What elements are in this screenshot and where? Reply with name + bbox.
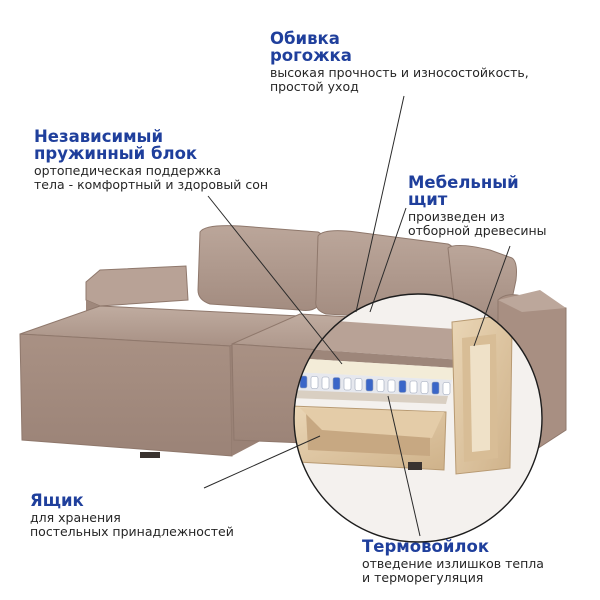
callout-fabric: Обивка рогожка высокая прочность и износ…: [270, 30, 529, 94]
spring-coil: [442, 382, 451, 395]
callout-drawer: Ящик для хранения постельных принадлежно…: [30, 492, 234, 539]
cutaway-lens: [294, 294, 542, 542]
callout-description: отведение излишков тепла и терморегуляци…: [362, 556, 544, 585]
callout-description: ортопедическая поддержка тела - комфортн…: [34, 163, 269, 192]
callout-description: высокая прочность и износостойкость, про…: [270, 65, 529, 94]
spring-coil: [387, 379, 396, 393]
callout-furniture-board: Мебельный щит произведен из отборной дре…: [408, 174, 547, 238]
callout-title: Термовойлок: [362, 537, 490, 556]
spring-coil: [343, 377, 352, 391]
spring-coil: [365, 378, 374, 392]
spring-coil: [376, 379, 385, 392]
callout-spring-block: Независимый пружинный блок ортопедическа…: [34, 128, 268, 192]
spring-coil: [398, 380, 407, 393]
callout-title: Обивка рогожка: [270, 29, 352, 65]
armrest-left: [85, 265, 189, 307]
thermofelt-layer: [294, 390, 448, 404]
spring-coil: [321, 376, 330, 390]
callout-title: Мебельный щит: [408, 173, 519, 209]
callout-thermofelt: Термовойлок отведение излишков тепла и т…: [362, 538, 544, 585]
back-cushion-left: [197, 225, 327, 311]
spring-coil: [409, 380, 418, 394]
callout-description: произведен из отборной древесины: [408, 209, 547, 238]
callout-title: Ящик: [30, 491, 84, 510]
callout-title: Независимый пружинный блок: [34, 127, 198, 163]
spring-coil: [332, 377, 341, 390]
spring-coil: [310, 376, 319, 389]
chaise-front: [19, 333, 233, 457]
callout-description: для хранения постельных принадлежностей: [30, 510, 234, 539]
spring-coil: [420, 381, 429, 394]
spring-coil: [431, 381, 440, 395]
spring-coil: [354, 378, 363, 391]
spring-block: [294, 372, 452, 396]
